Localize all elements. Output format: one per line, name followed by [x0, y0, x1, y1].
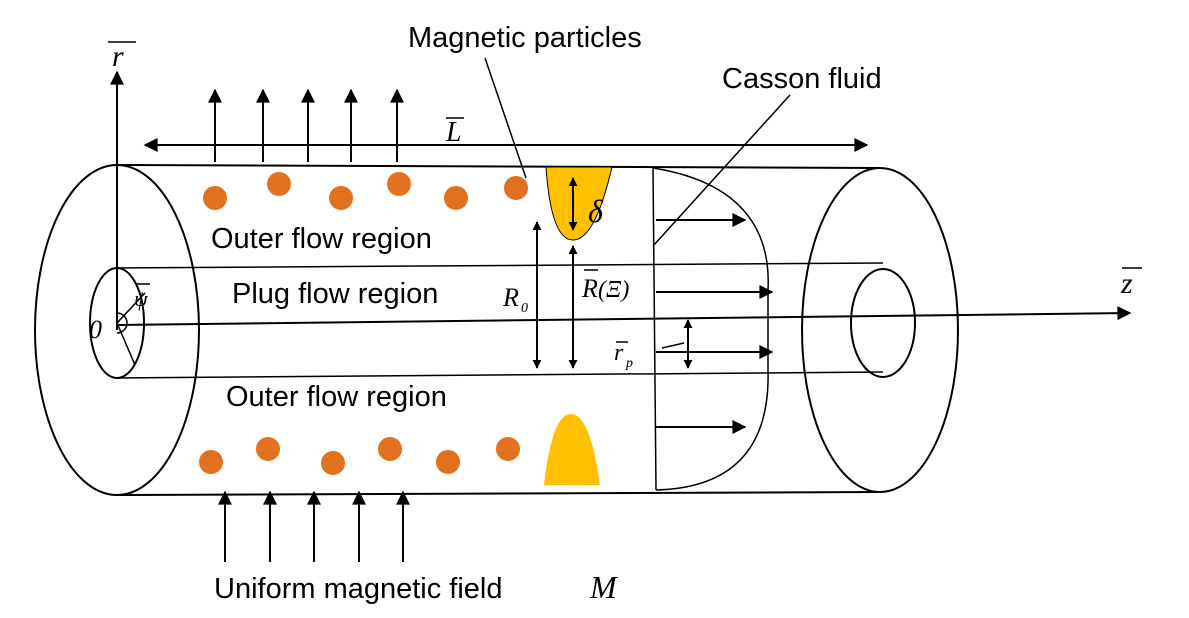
- R-label: R: [581, 274, 598, 303]
- bottom-field-arrows: [218, 490, 410, 562]
- casson-fluid-label: Casson fluid: [722, 63, 882, 95]
- outer-tube-top-wall: [116, 164, 881, 169]
- stenosis-top: [545, 166, 613, 241]
- R-argument: (Ξ): [598, 277, 629, 303]
- psi-angle-marker: [116, 292, 146, 366]
- outer-flow-region-top-label: Outer flow region: [211, 223, 432, 255]
- z-axis: [116, 306, 1132, 326]
- magnetic-particle: [203, 186, 227, 210]
- casson-velocity-profile: [652, 167, 769, 491]
- magnetic-particle: [199, 450, 223, 474]
- magnetic-particles-leader: [484, 57, 527, 179]
- delta-label: δ: [588, 193, 604, 229]
- magnetic-particle: [267, 172, 291, 196]
- magnetic-particle: [321, 451, 345, 475]
- M-symbol-label: M: [589, 569, 619, 605]
- particles-bottom: [199, 437, 520, 475]
- R0-subscript: 0: [521, 301, 528, 316]
- plug-flow-region-label: Plug flow region: [232, 278, 438, 310]
- z-axis-label: z: [1120, 267, 1133, 300]
- magnetic-particle: [378, 437, 402, 461]
- origin-label: 0: [89, 315, 102, 344]
- r-axis-label: r: [112, 40, 124, 73]
- magnetic-particle: [504, 176, 528, 200]
- rp-subscript: p: [625, 356, 633, 371]
- magnetic-particle: [436, 450, 460, 474]
- magnetic-particles-label: Magnetic particles: [408, 22, 642, 54]
- inner-tube-top-line: [116, 262, 884, 269]
- magnetic-particle: [387, 172, 411, 196]
- outer-tube-right-end: [801, 167, 959, 493]
- outer-flow-region-bottom-label: Outer flow region: [226, 381, 447, 413]
- length-label: L: [445, 117, 462, 148]
- outer-tube-bottom-wall: [116, 491, 881, 496]
- inner-tube-bottom-line: [116, 371, 884, 379]
- uniform-magnetic-field-label: Uniform magnetic field: [214, 573, 503, 605]
- inner-tube-right-end: [850, 268, 916, 378]
- profile-baseline: [652, 167, 657, 491]
- rp-leader: [661, 342, 685, 349]
- magnetic-particle: [444, 186, 468, 210]
- R0-label: R: [502, 283, 519, 312]
- outer-tube: [34, 164, 959, 496]
- magnetic-particle: [329, 186, 353, 210]
- casson-fluid-leader: [652, 94, 791, 247]
- stenosis-bottom: [544, 414, 600, 485]
- magnetic-particle: [496, 437, 520, 461]
- top-field-arrows: [208, 88, 404, 162]
- rp-label: r: [614, 340, 624, 366]
- psi-label: ψ: [134, 286, 148, 311]
- particles-top: [203, 172, 528, 210]
- magnetic-particle: [256, 437, 280, 461]
